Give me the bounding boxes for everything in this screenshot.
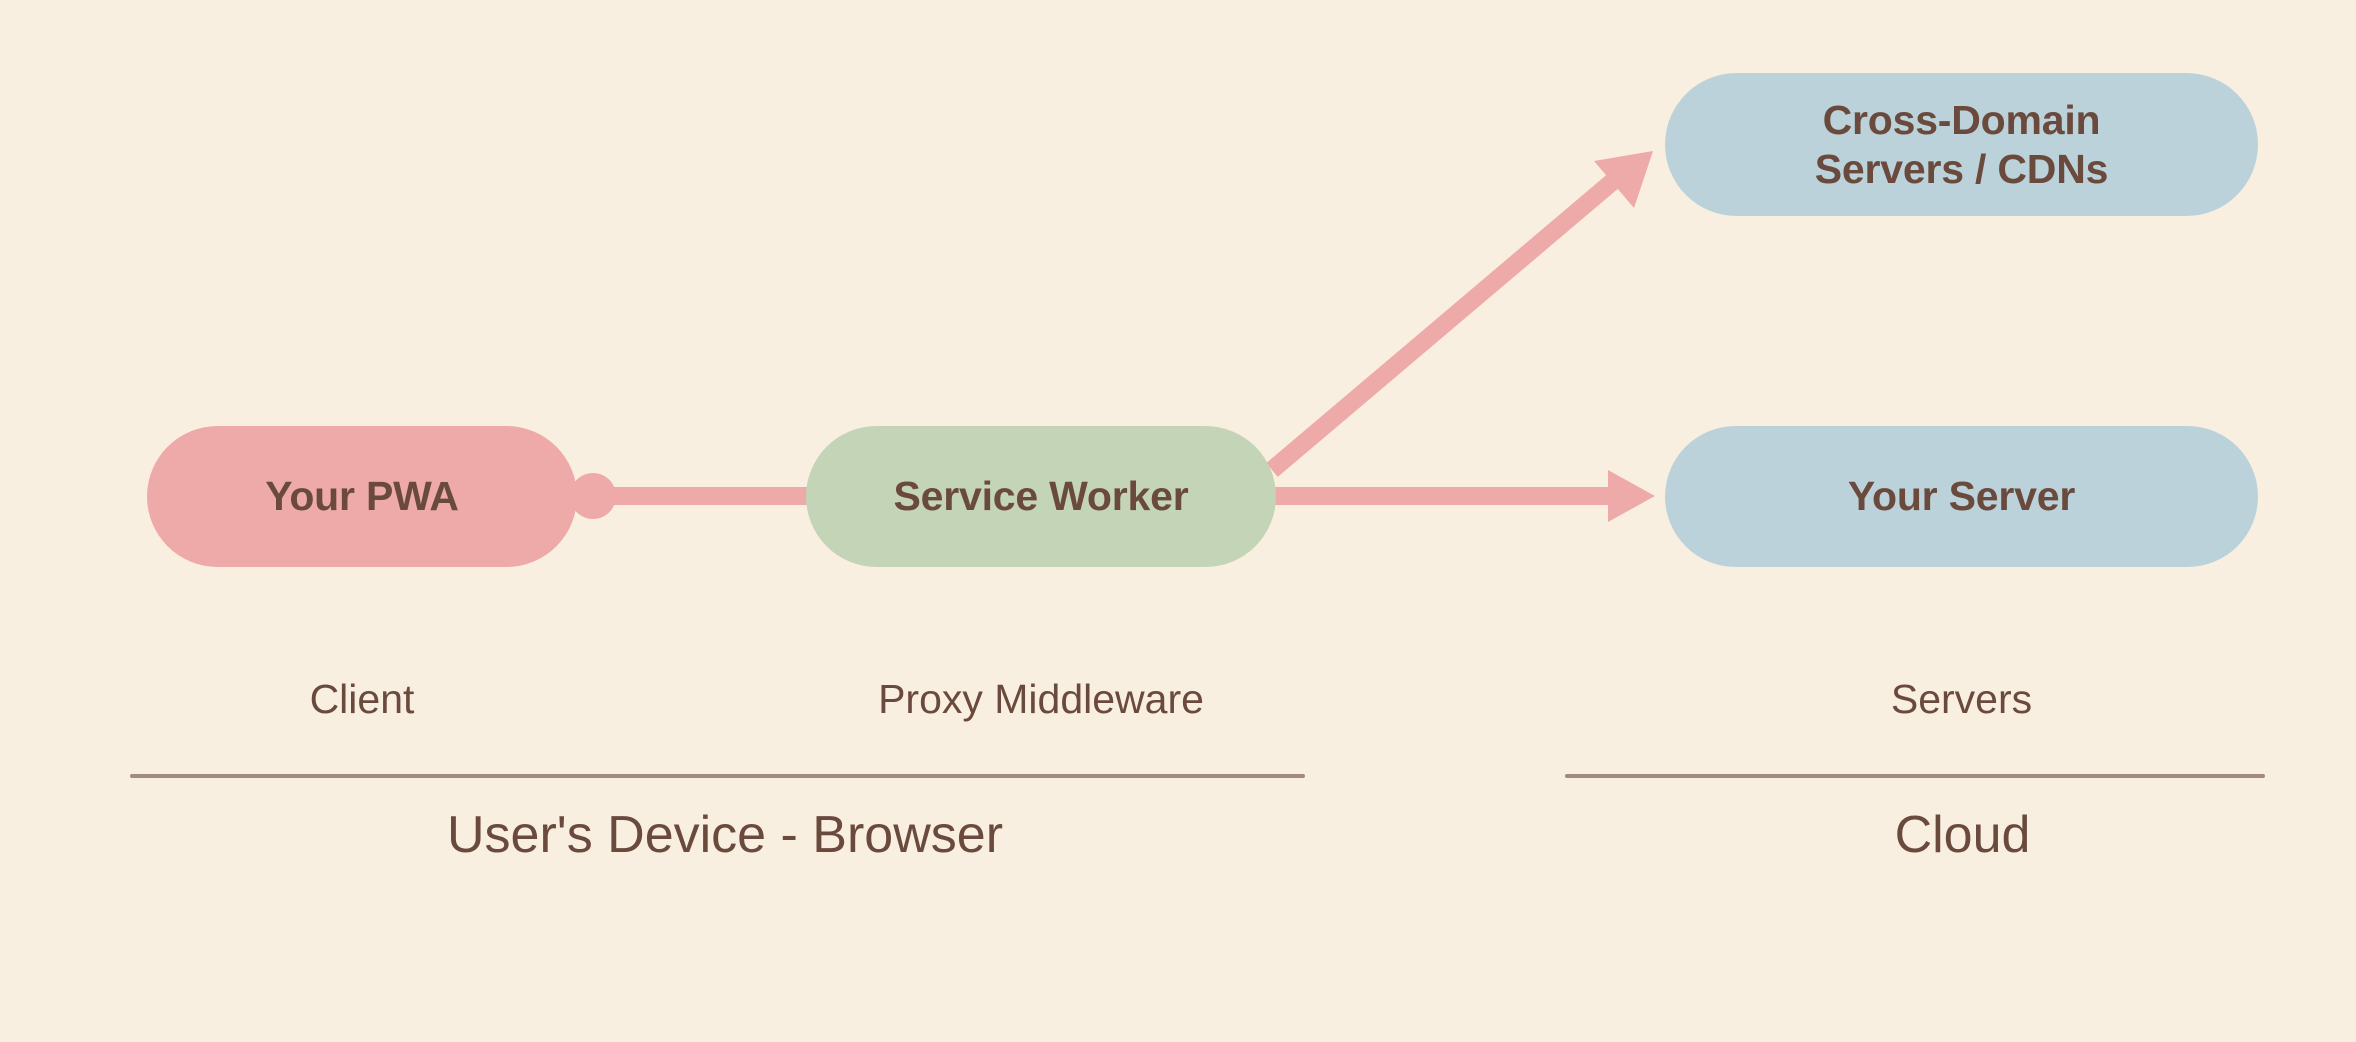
zone-title-users-device-browser: User's Device - Browser [446, 806, 1004, 864]
connector-line-sw-cdn [1266, 175, 1618, 477]
zone-label-proxy-middleware: Proxy Middleware [878, 676, 1204, 722]
node-label-line-2: Servers / CDNs [1814, 145, 2109, 192]
node-label-cross-domain-servers-cdns: Cross-Domain Servers / CDNs [1814, 96, 2109, 193]
node-cross-domain-servers-cdns[interactable]: Cross-Domain Servers / CDNs [1665, 73, 2258, 216]
node-your-pwa[interactable]: Your PWA [147, 426, 577, 567]
connector-service-worker-to-server [1272, 470, 1655, 522]
zone-label-client: Client [309, 676, 415, 722]
zone-title-cloud: Cloud [1894, 806, 2031, 864]
arrowhead-icon [1608, 470, 1655, 522]
zone-label-servers: Servers [1890, 676, 2033, 722]
arrowhead-icon [1594, 151, 1653, 208]
node-label-your-pwa: Your PWA [265, 473, 459, 520]
node-label-line-1: Cross-Domain [1822, 97, 2101, 144]
zone-divider-left [130, 774, 1305, 778]
node-service-worker[interactable]: Service Worker [806, 426, 1276, 567]
node-label-service-worker: Service Worker [893, 473, 1189, 520]
node-label-your-server: Your Server [1847, 473, 2076, 520]
zone-divider-right [1565, 774, 2265, 778]
node-your-server[interactable]: Your Server [1665, 426, 2258, 567]
connector-service-worker-to-cdn [1266, 151, 1653, 477]
connector-pwa-to-service-worker [570, 473, 810, 519]
